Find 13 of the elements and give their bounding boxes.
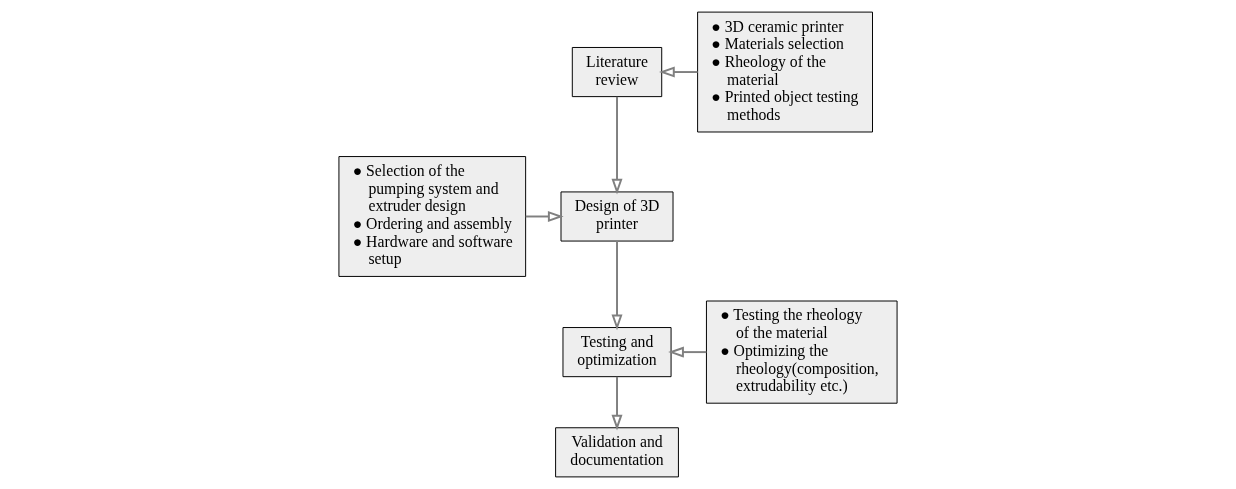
arrow: [524, 211, 564, 222]
node-box: Validation and documentation: [555, 427, 679, 478]
node-box: Design of 3D printer: [560, 191, 674, 242]
arrow: [611, 375, 623, 431]
node-box: ● 3D ceramic printer ● Materials selection ● Rheology of the material ● Printed object testing methods: [697, 11, 873, 133]
arrow: [611, 240, 623, 331]
arrow: [611, 95, 623, 195]
arrow: [668, 346, 708, 358]
node-box: ● Testing the rheology of the material ● Optimizing the rheology(composition, extrudability etc.): [705, 300, 898, 404]
arrow: [659, 66, 699, 78]
node-box: Testing and optimization: [562, 327, 672, 378]
node-box: ● Selection of the pumping system and extruder design ● Ordering and assembly ● Hardware and software setup: [338, 156, 527, 277]
node-box: Literature review: [571, 47, 663, 98]
